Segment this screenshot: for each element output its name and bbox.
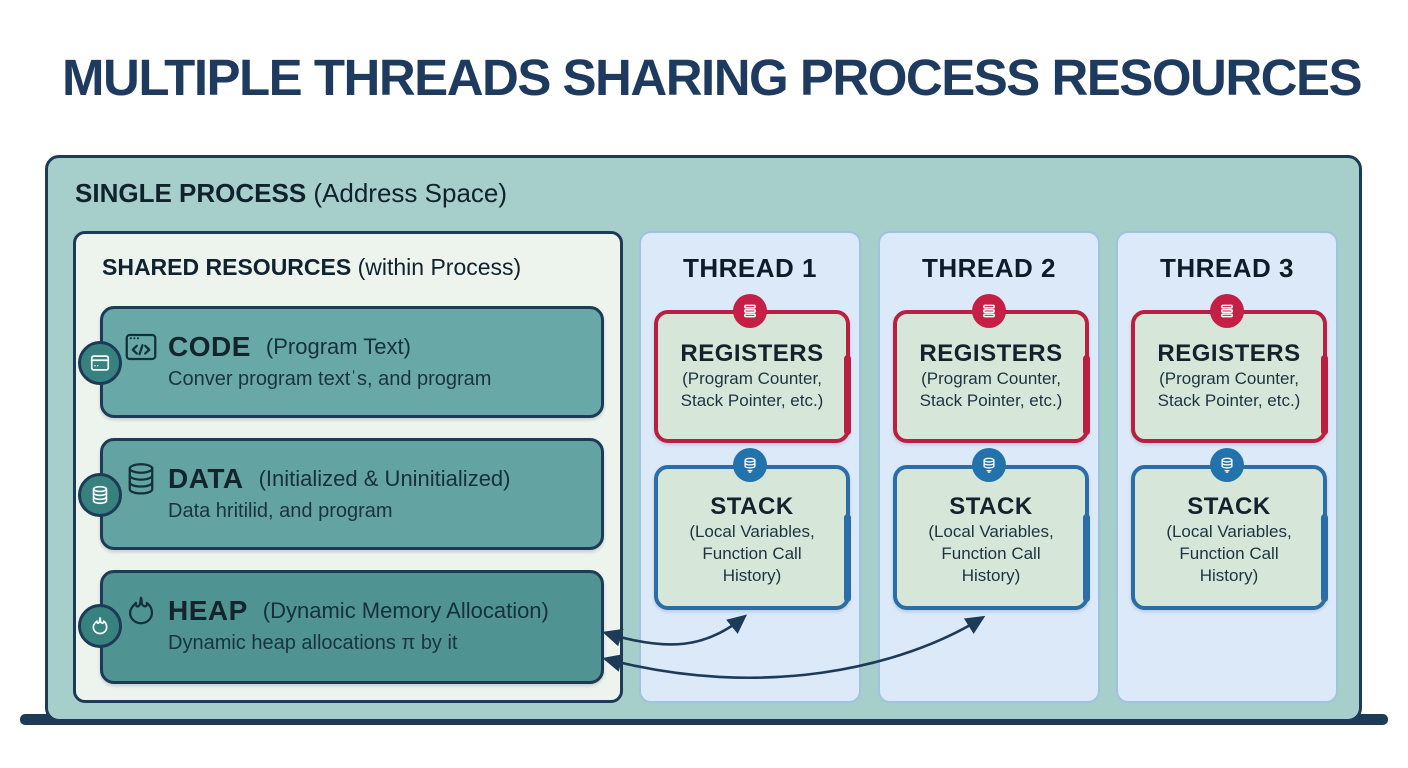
database-badge-icon: [92, 485, 108, 505]
heap-resource-qualifier: (Dynamic Memory Allocation): [262, 598, 549, 623]
registers-badge: [972, 294, 1006, 328]
shared-title-bold: SHARED RESOURCES: [102, 254, 352, 280]
stack-cylinder-icon: [1221, 457, 1233, 473]
shared-title-suffix: (within Process): [351, 254, 522, 280]
registers-subtitle-line1: (Program Counter,: [682, 369, 822, 388]
database-icon: [128, 463, 154, 495]
data-resource-name: DATA: [168, 463, 244, 494]
process-box-title: SINGLE PROCESS (Address Space): [75, 178, 507, 209]
thread-3-registers-box: REGISTERS (Program Counter, Stack Pointe…: [1131, 310, 1328, 443]
stack-subtitle-line2: Function Call: [941, 544, 1041, 564]
registers-stack-icon: [983, 304, 995, 318]
process-title-bold: SINGLE PROCESS: [75, 178, 307, 208]
stack-subtitle-line3: History): [722, 566, 782, 586]
thread-3-column: THREAD 3 REGISTERS (Program Counter, Sta…: [1116, 231, 1338, 703]
code-resource-name: CODE: [168, 331, 251, 362]
thread-3-stack-box: STACK (Local Variables, Function Call Hi…: [1131, 465, 1328, 610]
data-resource-description: Data hritilid, and program: [168, 500, 393, 522]
thread-1-column: THREAD 1 REGISTERS (Program Counter, Sta…: [639, 231, 861, 703]
heap-resource-box: HEAP (Dynamic Memory Allocation) Dynamic…: [100, 570, 604, 684]
registers-box-accent: [1321, 355, 1328, 436]
flame-badge-icon: [92, 617, 108, 635]
page-title: MULTIPLE THREADS SHARING PROCESS RESOURC…: [62, 49, 1363, 106]
thread-2-title: THREAD 2: [921, 253, 1056, 283]
registers-stack-icon: [1221, 304, 1233, 318]
code-resource-box: CODE (Program Text) Conver program textˈ…: [100, 306, 604, 418]
thread-2-registers-box: REGISTERS (Program Counter, Stack Pointe…: [893, 310, 1090, 443]
thread-1-stack-box: STACK (Local Variables, Function Call Hi…: [654, 465, 851, 610]
registers-title: REGISTERS: [919, 340, 1063, 367]
shared-resources-title: SHARED RESOURCES (within Process): [102, 254, 521, 281]
code-side-badge: [78, 341, 122, 385]
code-window-icon: [125, 333, 157, 361]
thread-1-registers-box: REGISTERS (Program Counter, Stack Pointe…: [654, 310, 851, 443]
thread-1-title: THREAD 1: [682, 253, 817, 283]
process-title-suffix: (Address Space): [306, 178, 508, 208]
flame-icon: [128, 596, 154, 625]
code-resource-qualifier: (Program Text): [265, 334, 411, 359]
stack-subtitle-line2: Function Call: [702, 544, 802, 564]
registers-title: REGISTERS: [680, 340, 824, 367]
stack-cylinder-icon: [983, 457, 995, 473]
registers-subtitle-line2: Stack Pointer, etc.): [919, 391, 1063, 411]
registers-title: REGISTERS: [1157, 340, 1301, 367]
registers-badge: [1210, 294, 1244, 328]
registers-box-accent: [1083, 355, 1090, 436]
registers-subtitle-line1: (Program Counter,: [1159, 369, 1299, 388]
code-window-badge-icon: [90, 355, 110, 371]
stack-box-accent: [1321, 514, 1328, 602]
thread-2-stack-box: STACK (Local Variables, Function Call Hi…: [893, 465, 1090, 610]
heap-resource-name: HEAP: [168, 595, 248, 626]
stack-box-accent: [844, 514, 851, 602]
stack-box-accent: [1083, 514, 1090, 602]
stack-subtitle-line1: (Local Variables,: [928, 522, 1054, 541]
thread-3-title: THREAD 3: [1159, 253, 1294, 283]
stack-subtitle-line2: Function Call: [1179, 544, 1279, 564]
stack-badge: [1210, 448, 1244, 482]
data-side-badge: [78, 473, 122, 517]
registers-stack-icon: [744, 304, 756, 318]
heap-side-badge: [78, 604, 122, 648]
stack-title: STACK: [1187, 493, 1271, 520]
stack-title: STACK: [710, 493, 794, 520]
stack-badge: [733, 448, 767, 482]
registers-subtitle-line2: Stack Pointer, etc.): [680, 391, 824, 411]
data-resource-box: DATA (Initialized & Uninitialized) Data …: [100, 438, 604, 550]
stack-subtitle-line3: History): [961, 566, 1021, 586]
stack-subtitle-line3: History): [1199, 566, 1259, 586]
stack-subtitle-line1: (Local Variables,: [689, 522, 815, 541]
thread-2-column: THREAD 2 REGISTERS (Program Counter, Sta…: [878, 231, 1100, 703]
registers-subtitle-line1: (Program Counter,: [921, 369, 1061, 388]
stack-badge: [972, 448, 1006, 482]
registers-badge: [733, 294, 767, 328]
shared-resources-panel: SHARED RESOURCES (within Process) CODE: [73, 231, 623, 703]
single-process-box: SINGLE PROCESS (Address Space) SHARED RE…: [45, 155, 1362, 722]
stack-title: STACK: [949, 493, 1033, 520]
registers-box-accent: [844, 355, 851, 436]
data-resource-qualifier: (Initialized & Uninitialized): [258, 466, 511, 491]
registers-subtitle-line2: Stack Pointer, etc.): [1157, 391, 1301, 411]
heap-resource-description: Dynamic heap allocations π by it: [168, 632, 458, 654]
stack-subtitle-line1: (Local Variables,: [1166, 522, 1292, 541]
code-resource-description: Conver program textˈs, and program: [168, 368, 492, 390]
stack-cylinder-icon: [744, 457, 756, 473]
